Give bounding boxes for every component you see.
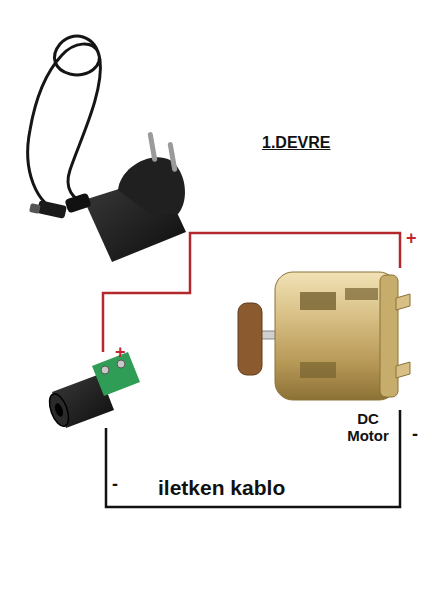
power-adapter [28,36,186,262]
jack-hole [53,402,64,418]
barrel-tip [29,203,41,214]
dc-jack-connector [46,352,140,429]
plug-pin [147,132,157,162]
motor-slot [300,362,336,378]
motor-terminal [396,294,410,310]
motor-endcap [380,275,398,397]
motor-terminal [396,362,410,378]
negative-wire [106,410,400,507]
motor-slot [300,292,336,310]
polarity-sign: - [112,474,118,495]
wire-label: iletken kablo [158,476,285,500]
plug-pin [167,142,177,172]
cord-strain-relief [64,193,91,214]
polarity-sign: + [406,228,417,249]
terminal-screw [101,366,109,374]
polarity-sign: - [412,424,418,445]
circuit-title: 1.DEVRE [262,134,330,152]
adapter-cord [28,36,101,212]
barrel-plug [37,200,67,219]
polarity-sign: + [115,342,126,363]
eccentric-weight [238,303,262,375]
dc-motor [238,272,410,400]
jack-face [46,391,73,428]
component-label: DC Motor [338,410,398,445]
motor-slot [345,288,378,300]
motor-body [275,272,397,400]
